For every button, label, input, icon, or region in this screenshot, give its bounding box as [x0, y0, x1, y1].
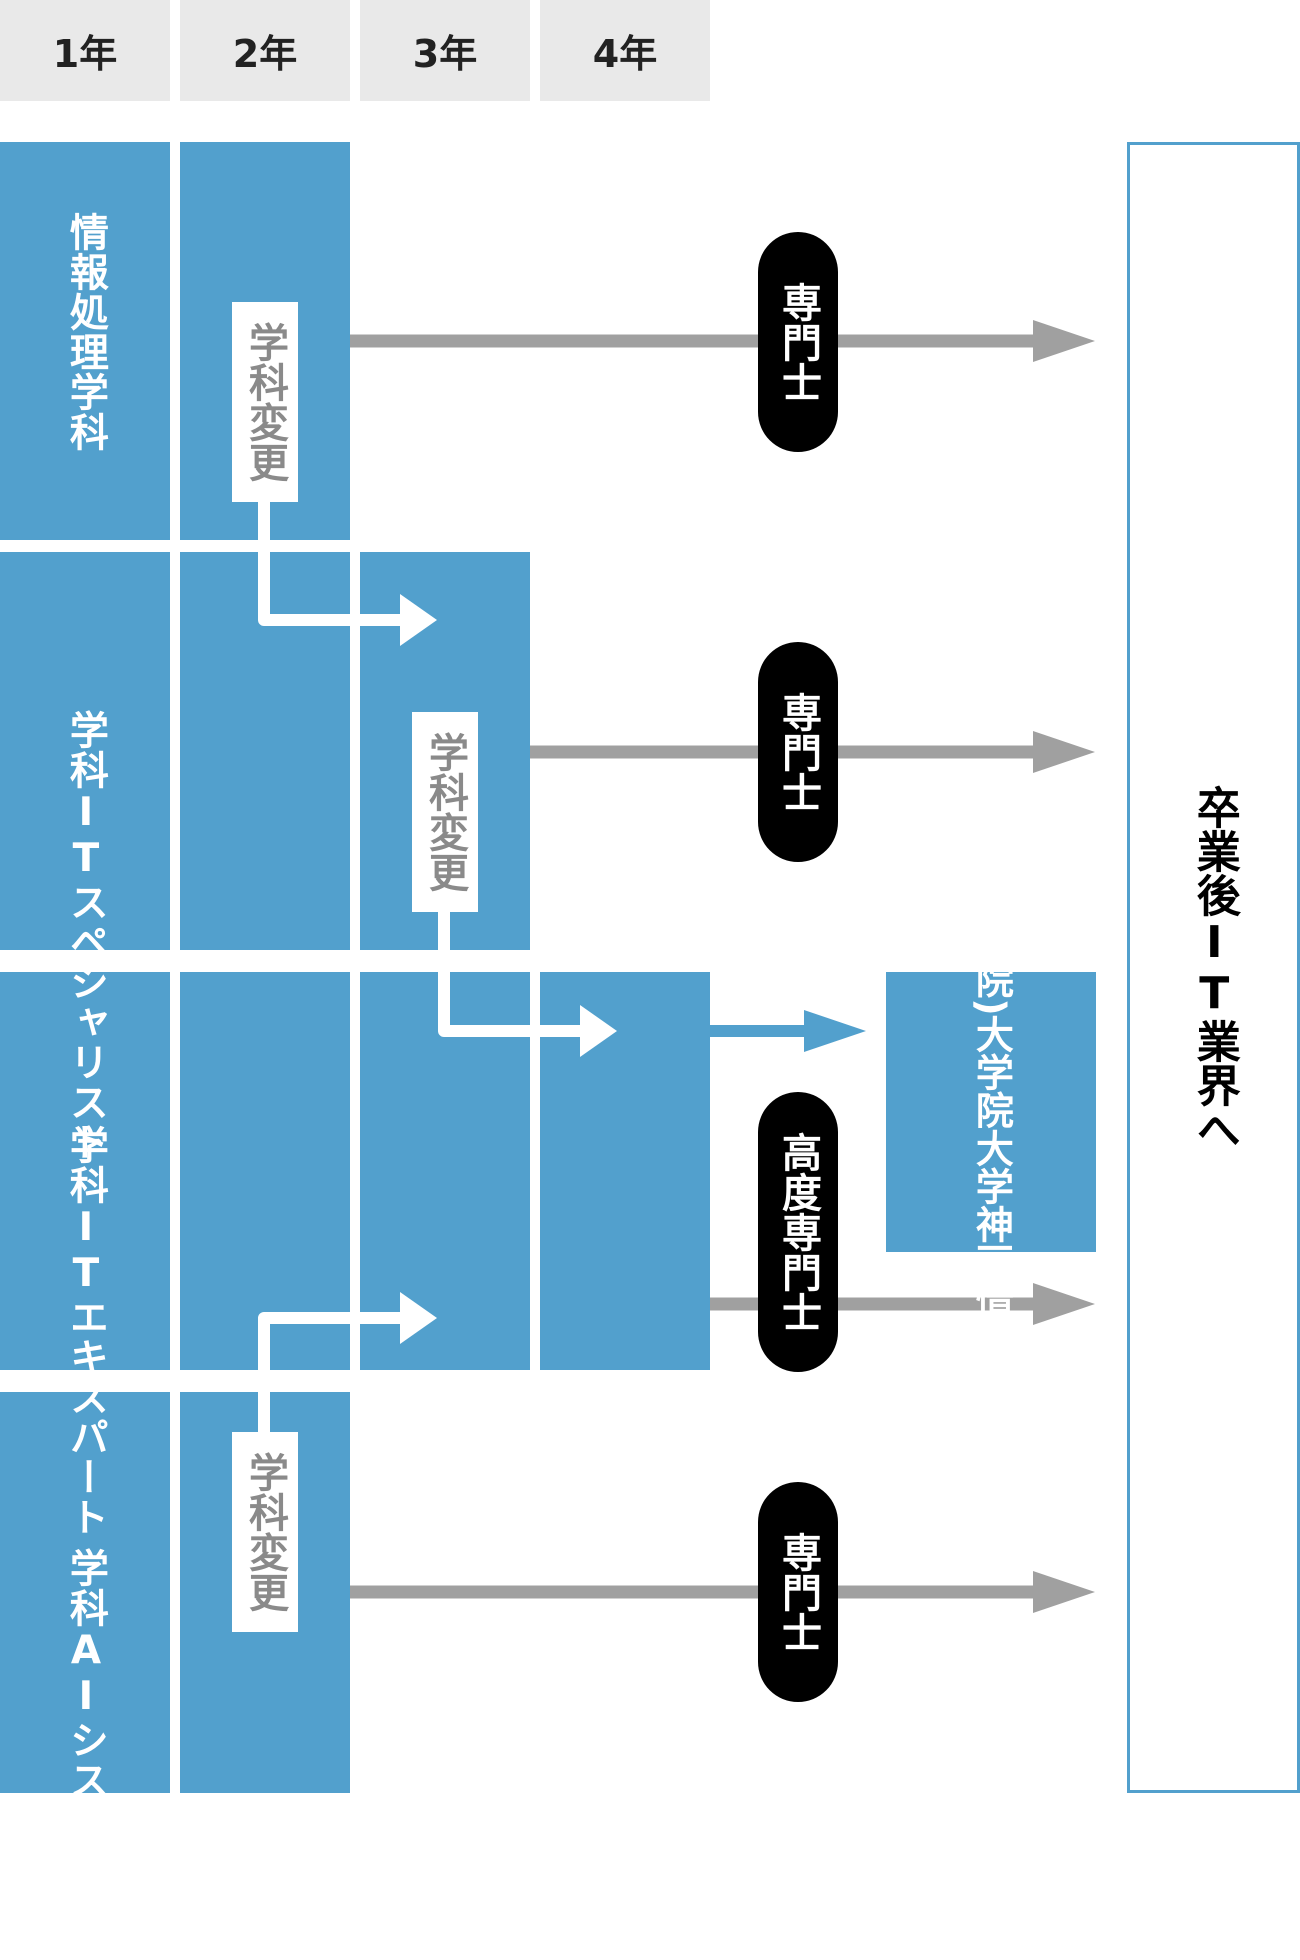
pill-specialist-it-specialist: 専門士: [758, 642, 838, 862]
transfer-arrow-1: [258, 498, 437, 646]
year-tab-4: 4年: [540, 0, 710, 101]
transfer-arrow-3: [258, 1292, 437, 1432]
dept-ai-system-y1: [0, 1392, 170, 1793]
graduate-school-label: 神戸情報 大学院大学 (大学院): [886, 867, 1096, 1358]
arrow-it-expert-to-graduate-school: [710, 1010, 866, 1052]
dept-it-specialist-y1: [0, 552, 170, 950]
pill-specialist-info-processing: 専門士: [758, 232, 838, 452]
arrow-ai-system-to-career: [350, 1571, 1095, 1613]
dept-name-it-specialist: ITスペシャリスト 学科: [63, 710, 109, 1162]
graduate-school-box: [886, 972, 1096, 1252]
dept-it-expert-y1: [0, 972, 170, 1370]
transfer-label-3: 学科変更: [232, 1432, 298, 1632]
pill-advanced-it-expert: 高度専門士: [758, 1092, 838, 1372]
dept-it-expert-y4: [540, 972, 710, 1370]
transfer-label-1: 学科変更: [232, 302, 298, 502]
graduate-school-line-1: 神戸情報: [969, 1205, 1014, 1358]
dept-it-expert-y3: [360, 972, 530, 1370]
year-tab-1: 1年: [0, 0, 170, 101]
transfer-arrow-2: [438, 908, 617, 1057]
career-box: 卒業後IT業界へ: [1127, 142, 1300, 1793]
arrow-info-processing-to-career: [350, 320, 1095, 362]
graduate-school-line-3: (大学院): [969, 866, 1014, 1016]
year-tab-3: 3年: [360, 0, 530, 101]
transfer-label-2: 学科変更: [412, 712, 478, 912]
dept-it-expert-y2: [180, 972, 350, 1370]
flow-arrows: [258, 320, 1095, 1613]
pill-specialist-ai-system: 専門士: [758, 1482, 838, 1702]
dept-name-ai-system: AIシステム開発 学科: [63, 1548, 109, 1960]
career-label: 卒業後IT業界へ: [1188, 784, 1240, 1151]
graduate-school-line-2: 大学院大学: [969, 1015, 1014, 1206]
year-tab-2: 2年: [180, 0, 350, 101]
dept-name-info-processing: 情報処理学科: [63, 212, 109, 452]
dept-info-processing-y1: [0, 142, 170, 540]
dept-name-it-expert: ITエキスパート 学科: [63, 1125, 109, 1537]
